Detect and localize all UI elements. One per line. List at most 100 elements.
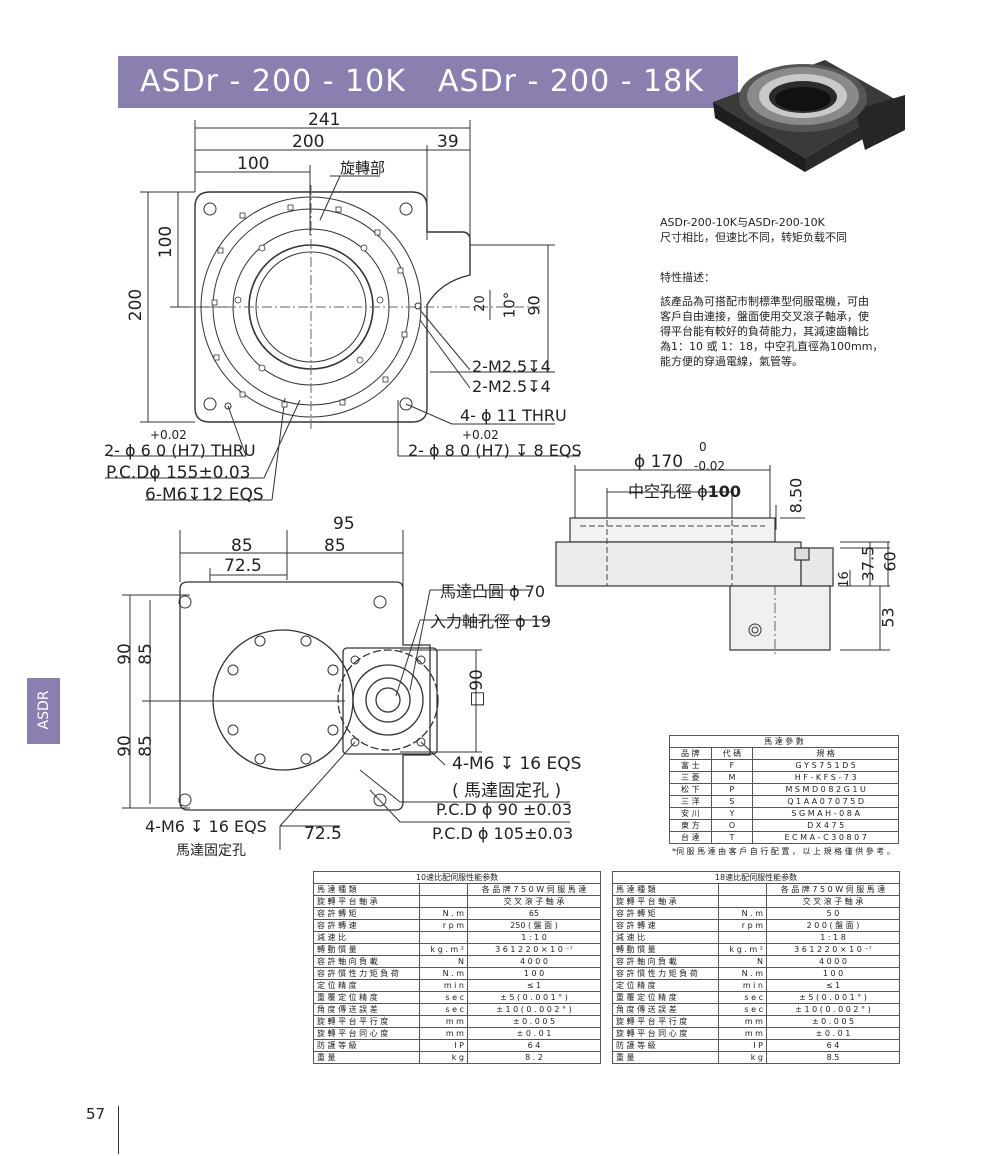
param-value: 6 4 — [466, 1039, 602, 1052]
dim-37-5: 37.5 — [858, 545, 878, 582]
dim-90-b: 90 — [114, 735, 135, 757]
param-name: 防 護 等 級 — [313, 1039, 420, 1052]
param-value: ± 1 0 ( 0 . 0 0 2 ° ) — [466, 1003, 602, 1016]
dim-241: 241 — [308, 110, 341, 130]
param-value: 3 6 1 2 2 0 × 1 0 ⁻⁷ — [765, 943, 901, 956]
param-name: 旋 轉 平 台 平 行 度 — [313, 1015, 420, 1028]
param-unit: m m — [418, 1027, 468, 1040]
param-name: 重 覆 定 位 精 度 — [612, 991, 719, 1004]
param-value: ± 0 . 0 0 5 — [765, 1015, 901, 1028]
param-value: ≤ 1 — [466, 979, 602, 992]
perf18-caption: 18速比配伺服性能参数 — [612, 871, 900, 884]
param-value: 交 叉 滾 子 軸 承 — [466, 895, 602, 908]
callout-8-tolerance: +0.02 — [462, 428, 499, 442]
dim-53: 53 — [878, 607, 898, 628]
param-name: 重 量 — [612, 1051, 719, 1064]
dim-85-d: 85 — [135, 735, 156, 757]
spec-cell: S G M A H - 0 8 A — [752, 807, 899, 820]
product-photo — [713, 60, 905, 172]
spec-cell: D X 4 7 5 — [752, 819, 899, 832]
param-unit: s e c — [418, 991, 468, 1004]
title-bar: ASDr - 200 - 10K ASDr - 200 - 18K — [118, 56, 738, 108]
param-name: 定 位 精 度 — [612, 979, 719, 992]
motor-table-header: 代 碼 — [710, 747, 754, 760]
features-line-2: 客戶自由連接，盤面使用交叉滾子軸承，使 — [660, 310, 869, 323]
param-value: 6 4 — [765, 1039, 901, 1052]
page-number-divider — [118, 1106, 119, 1154]
code-cell: P — [710, 783, 754, 796]
param-name: 防 護 等 級 — [612, 1039, 719, 1052]
dim-60: 60 — [880, 551, 900, 572]
dim-20: 20 — [472, 295, 488, 312]
callout-8-h7: 2- ϕ 8 0 (H7) ↧ 8 EQS — [408, 441, 582, 460]
param-unit: m m — [418, 1015, 468, 1028]
perf-table-18: 18速比配伺服性能参数 馬 達 種 類 各 品 牌 7 5 0 W 伺 服 馬 達… — [612, 871, 901, 1064]
param-value: 1 0 0 — [765, 967, 901, 980]
param-unit: k g — [418, 1051, 468, 1064]
param-name: 旋 轉 平 台 軸 承 — [313, 895, 420, 908]
param-name: 容 許 軸 向 負 載 — [313, 955, 420, 968]
motor-table-caption: 馬 達 參 數 — [669, 735, 899, 748]
param-unit: k g . m ² — [717, 943, 767, 956]
param-unit: N — [717, 955, 767, 968]
param-name: 旋 轉 平 台 平 行 度 — [612, 1015, 719, 1028]
bottom-view-drawing — [122, 530, 570, 850]
dim-72-5: 72.5 — [224, 556, 262, 576]
param-name: 重 量 — [313, 1051, 420, 1064]
input-shaft-label: 入力軸孔徑 ϕ 19 — [430, 612, 552, 631]
features-line-4: 為1：10 或 1：18，中空孔直徑為100mm， — [660, 340, 884, 353]
param-value: ± 0 . 0 0 5 — [466, 1015, 602, 1028]
table-row: 旋 轉 平 台 軸 承交 叉 滾 子 軸 承 — [612, 895, 901, 908]
dim-72-5-b: 72.5 — [304, 824, 342, 844]
param-value: 各 品 牌 7 5 0 W 伺 服 馬 達 — [765, 883, 901, 896]
features-line-5: 能方便的穿過電線，氣管等。 — [660, 355, 803, 368]
callout-pcd155: P.C.Dϕ 155±0.03 — [106, 463, 251, 483]
param-name: 角 度 傳 送 誤 差 — [612, 1003, 719, 1016]
param-value: 65 — [466, 907, 602, 920]
side-tab-label: ASDR — [36, 690, 52, 730]
dim-85-c: 85 — [135, 643, 156, 665]
param-name: 角 度 傳 送 誤 差 — [313, 1003, 420, 1016]
param-unit: k g — [717, 1051, 767, 1064]
param-name: 容 許 轉 矩 — [612, 907, 719, 920]
code-cell: Y — [710, 807, 754, 820]
code-cell: O — [710, 819, 754, 832]
dim-85-a: 85 — [231, 536, 253, 556]
motor-table-header: 品 牌 — [669, 747, 712, 760]
comparison-line-2: 尺寸相比，但速比不同，转矩负载不同 — [660, 231, 847, 244]
top-view-drawing — [105, 120, 580, 501]
motor-boss-label: 馬達凸圓 ϕ 70 — [440, 582, 546, 601]
param-unit: N . m — [418, 907, 468, 920]
spec-cell: G Y S 7 5 1 D 5 — [752, 759, 899, 772]
brand-cell: 台 達 — [669, 831, 712, 844]
param-name: 馬 達 種 類 — [612, 883, 719, 896]
model-name-10k: ASDr - 200 - 10K — [140, 64, 406, 99]
callout-6-tolerance: +0.02 — [150, 428, 187, 442]
param-name: 容 許 轉 速 — [612, 919, 719, 932]
param-name: 旋 轉 平 台 軸 承 — [612, 895, 719, 908]
table-row: 旋 轉 平 台 軸 承交 叉 滾 子 軸 承 — [313, 895, 602, 908]
param-value: ± 0 . 0 1 — [466, 1027, 602, 1040]
param-unit: m m — [717, 1027, 767, 1040]
param-value: 1 0 0 — [466, 967, 602, 980]
param-name: 減 速 比 — [612, 931, 719, 944]
features-line-1: 該產品為可搭配市制標準型伺服電機，可由 — [660, 295, 869, 308]
param-value: 4 0 0 0 — [765, 955, 901, 968]
param-value: 交 叉 滾 子 軸 承 — [765, 895, 901, 908]
param-unit — [717, 895, 767, 908]
dim-200: 200 — [292, 132, 325, 152]
